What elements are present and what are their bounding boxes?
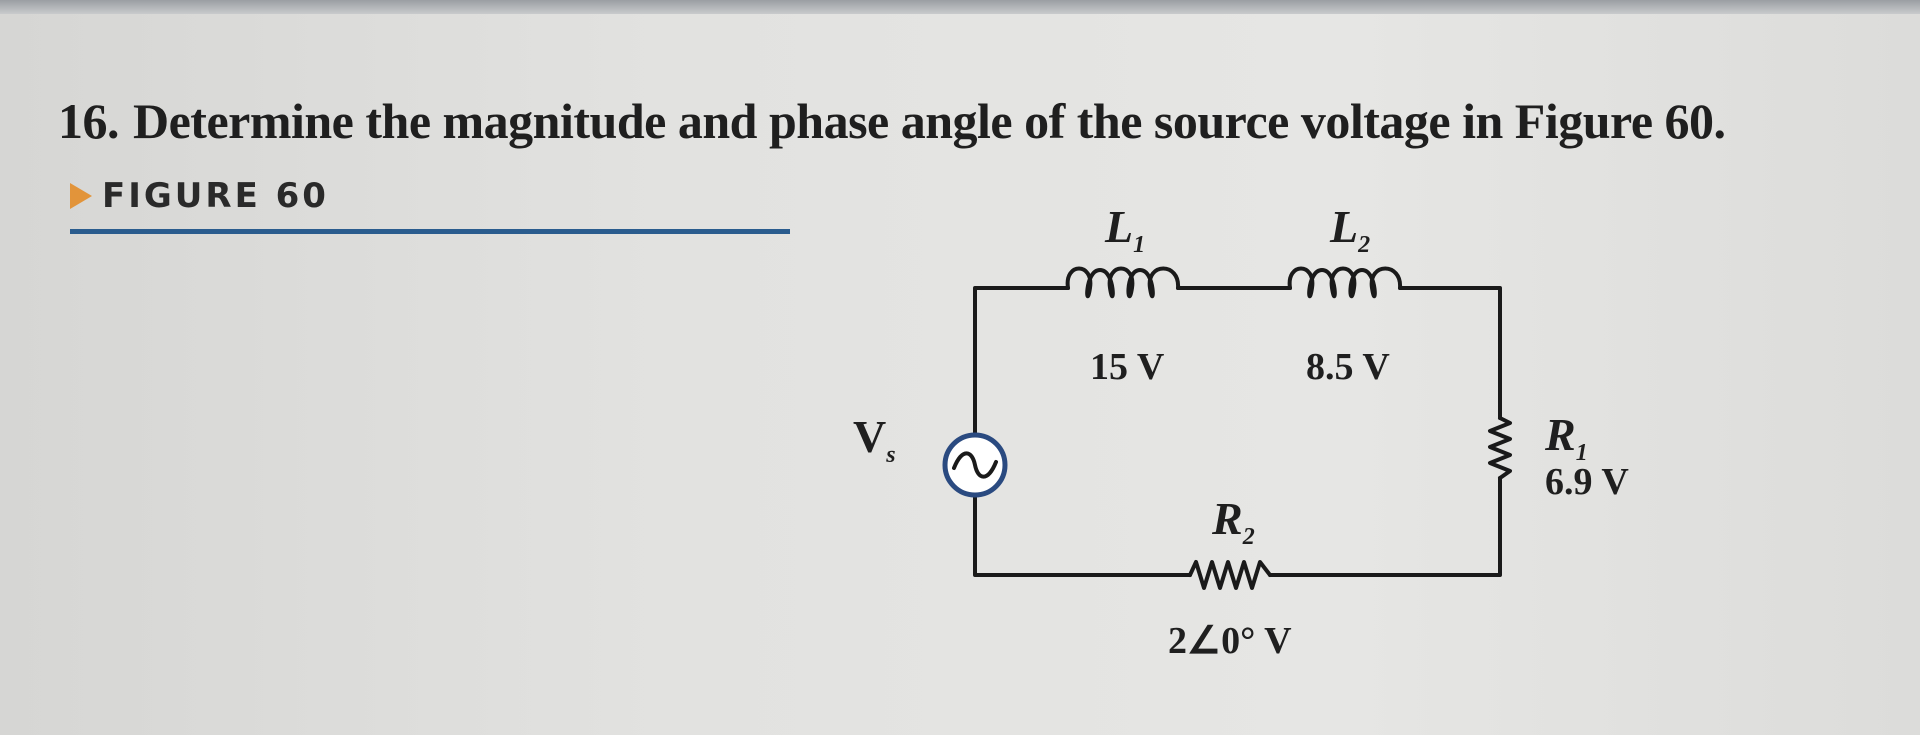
resistor-r2-icon: [1188, 560, 1272, 590]
inductor-l2-icon: [1287, 266, 1403, 299]
r2-label: R2: [1212, 493, 1255, 550]
wire-top-left: [973, 286, 1070, 439]
figure-arrow-icon: [70, 183, 92, 209]
resistor-r1-icon: [1488, 416, 1512, 480]
figure-label: FIGURE 60: [70, 176, 329, 216]
problem-text: Determine the magnitude and phase angle …: [133, 93, 1726, 149]
wire-bottom-left: [973, 491, 1192, 577]
l1-voltage: 15 V: [1090, 346, 1165, 388]
r1-label: R1: [1545, 409, 1588, 466]
figure-label-text: FIGURE 60: [102, 176, 329, 216]
r2-voltage: 2∠0° V: [1168, 620, 1292, 662]
problem-statement: 16.Determine the magnitude and phase ang…: [58, 92, 1726, 150]
l2-voltage: 8.5 V: [1306, 346, 1390, 388]
r1-voltage: 6.9 V: [1545, 461, 1629, 503]
l1-label: L1: [1105, 201, 1146, 258]
l2-label: L2: [1330, 201, 1371, 258]
ac-source-icon: [942, 432, 1008, 498]
wire-top-right: [1398, 286, 1502, 420]
inductor-l1-icon: [1065, 266, 1181, 299]
figure-rule: [70, 229, 790, 234]
source-label: Vs: [853, 411, 896, 468]
top-edge: [0, 0, 1920, 14]
wire-right-bottom: [1268, 476, 1502, 577]
problem-number: 16.: [58, 93, 120, 149]
